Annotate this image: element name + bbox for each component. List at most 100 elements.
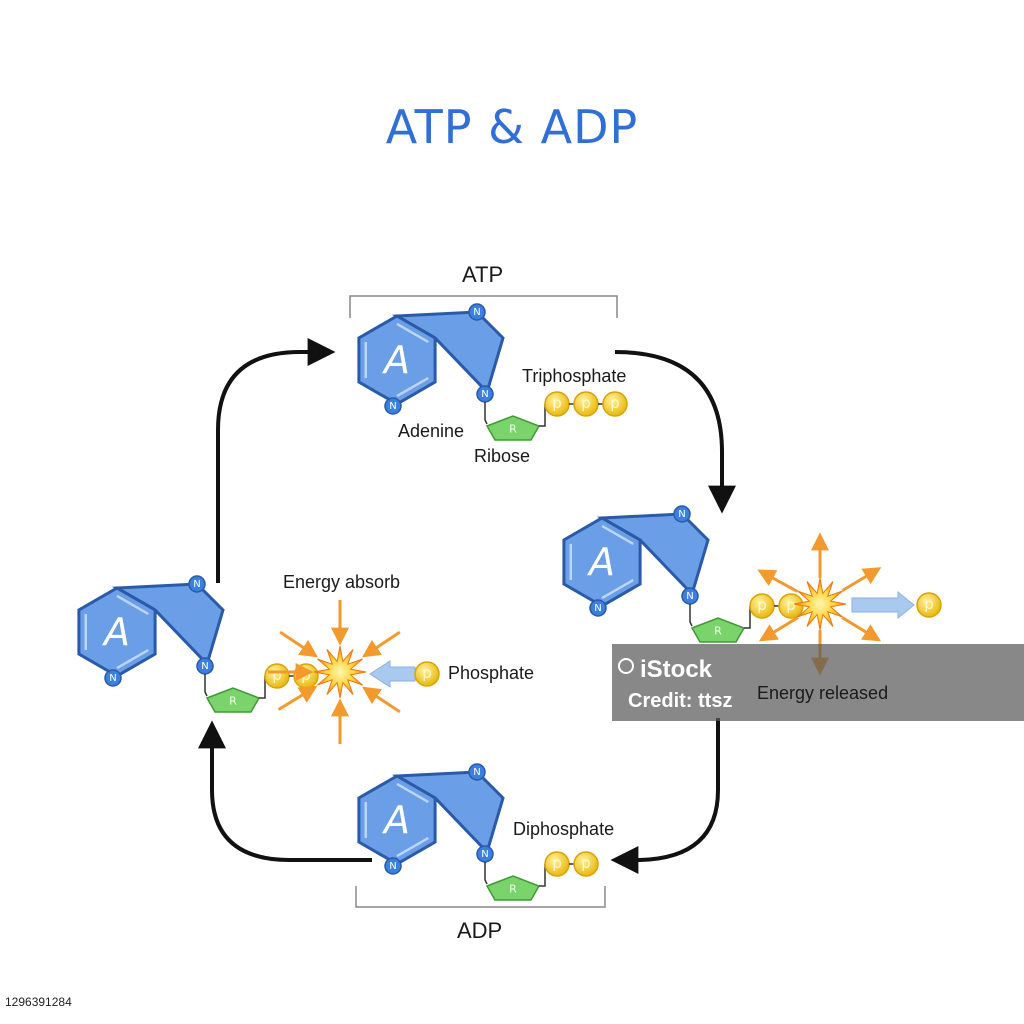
atp-nitrogen-top <box>468 303 486 321</box>
stock-id: 1296391284 <box>5 995 72 1009</box>
left-adp-double-bond-2 <box>116 594 149 616</box>
adp-double-bond-2 <box>396 782 429 804</box>
release-arrow-1 <box>841 567 882 592</box>
left-adp-nitrogen-top-letter: N <box>193 579 200 590</box>
watermark-banner <box>612 644 1024 721</box>
split-glycosidic-bond <box>689 604 693 627</box>
atp-bracket <box>349 295 618 318</box>
watermark-credit: Credit: ttsz <box>628 690 733 712</box>
phosphate-label: Phosphate <box>448 663 535 683</box>
atp-nitrogen-bottom-letter: N <box>389 401 396 412</box>
atp-double-bond-2 <box>396 322 429 344</box>
cycle-arrow-adp-to-atp <box>216 338 336 583</box>
free-phosphate-in-letter: p <box>422 664 432 682</box>
split-ester-bond <box>744 606 751 629</box>
absorb-arrow-5 <box>361 686 401 714</box>
adp-nitrogen-bottom <box>384 857 402 875</box>
adp-phosphate-2 <box>573 851 599 877</box>
release-arrow-5 <box>758 616 799 642</box>
atp-nitrogen-bottom <box>384 397 402 415</box>
adp-phosphate-2-letter: p <box>581 854 591 872</box>
adp-ester-bond <box>539 864 546 887</box>
split-double-bond-2 <box>601 524 634 546</box>
atp-label: ATP <box>462 262 504 287</box>
split-ribose <box>690 617 746 643</box>
split-nitrogen-bottom-letter: N <box>594 603 601 614</box>
split-nitrogen-bottom <box>589 599 607 617</box>
split-ribose-letter: R <box>714 625 722 638</box>
adenine-label: Adenine <box>398 421 465 441</box>
adp-ribose <box>485 875 541 901</box>
split-phosphate-1-letter: p <box>757 596 767 614</box>
diagram-title: ATP & ADP <box>385 100 639 154</box>
cycle-arrow-atp-to-split <box>614 350 736 514</box>
left-adp-glycosidic-bond <box>204 674 208 697</box>
adp-label: ADP <box>457 918 503 943</box>
left-adp-nitrogen-bottom-letter: N <box>109 673 116 684</box>
atp-phosphate-3-letter: p <box>610 394 620 412</box>
left-adp-nitrogen-top <box>188 575 206 593</box>
left-adp-ester-bond <box>259 676 266 699</box>
energy-absorb-burst <box>313 645 367 699</box>
adp-glycosidic-bond <box>484 862 488 885</box>
adp-double-bond-0 <box>396 836 429 858</box>
phosphate-out-arrow <box>851 590 915 620</box>
atp-ester-bond <box>539 404 546 427</box>
adp-nitrogen-link-letter: N <box>481 849 488 860</box>
atp-adenine-ring <box>357 314 437 406</box>
energy-released-label: Energy released <box>757 683 889 703</box>
atp-ribose-letter: R <box>509 423 517 436</box>
atp-nitrogen-link-letter: N <box>481 389 488 400</box>
ribose-label: Ribose <box>474 446 531 466</box>
absorb-arrow-1 <box>361 630 401 658</box>
adp-nitrogen-top-letter: N <box>473 767 480 778</box>
adp-nitrogen-top <box>468 763 486 781</box>
absorb-arrow-3 <box>277 685 318 711</box>
adp-ribose-letter: R <box>509 883 517 896</box>
watermark-brand: iStock <box>640 656 713 683</box>
free-phosphate-out <box>916 592 942 618</box>
diphosphate-label: Diphosphate <box>513 819 615 839</box>
left-adp-phosphate-2-letter: p <box>301 666 311 684</box>
absorb-arrow-6 <box>279 630 319 658</box>
left-adp-nitrogen-link-letter: N <box>201 661 208 672</box>
cycle-arrow-split-to-adp <box>610 718 720 874</box>
triphosphate-label: Triphosphate <box>522 366 627 386</box>
left-adp-double-bond-0 <box>116 648 149 670</box>
left-adp-phosphate-1-letter: p <box>272 666 282 684</box>
release-arrow-4 <box>841 616 882 642</box>
adp-adenine-ring <box>357 774 437 866</box>
free-phosphate-out-letter: p <box>924 595 934 613</box>
left-adp-molecule: A N N N Rp p <box>77 575 319 713</box>
atp-phosphate-1-letter: p <box>552 394 562 412</box>
split-nitrogen-top <box>673 505 691 523</box>
phosphate-in-arrow <box>369 660 416 688</box>
split-double-bond-0 <box>601 578 634 600</box>
split-adenine-ring <box>562 516 642 608</box>
atp-glycosidic-bond <box>484 402 488 425</box>
release-arrow-2 <box>757 569 798 593</box>
split-nitrogen-top-letter: N <box>678 509 685 520</box>
split-phosphate-2-letter: p <box>786 596 796 614</box>
left-adp-adenine-letter: A <box>101 610 130 654</box>
energy-absorb-label: Energy absorb <box>283 572 401 592</box>
left-adp-ribose-letter: R <box>229 695 237 708</box>
free-phosphate-in <box>414 661 440 687</box>
split-nitrogen-link-letter: N <box>686 591 693 602</box>
atp-adenine-letter: A <box>381 338 410 382</box>
watermark-logo-icon <box>618 658 634 674</box>
adp-nitrogen-bottom-letter: N <box>389 861 396 872</box>
left-adp-adenine-ring <box>77 586 157 678</box>
atp-double-bond-0 <box>396 376 429 398</box>
cycle-arrow-adp-to-left <box>198 720 372 862</box>
left-adp-nitrogen-bottom <box>104 669 122 687</box>
atp-nitrogen-top-letter: N <box>473 307 480 318</box>
adp-bracket <box>355 886 606 908</box>
atp-phosphate-3 <box>602 391 628 417</box>
adp-phosphate-1-letter: p <box>552 854 562 872</box>
